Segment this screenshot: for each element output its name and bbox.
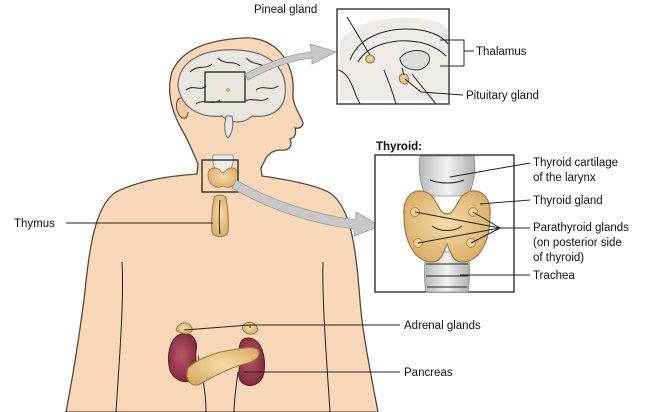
leader-parathyroid bbox=[414, 211, 530, 244]
brain-inset bbox=[336, 8, 450, 105]
brain-stem bbox=[224, 115, 234, 139]
thyroid-cartilage bbox=[418, 155, 476, 197]
arrow-to-thyroid bbox=[231, 179, 381, 237]
zoom-arrows bbox=[231, 43, 381, 237]
ear bbox=[175, 97, 189, 119]
pancreas-organ bbox=[186, 347, 260, 386]
leader-pituitary bbox=[404, 78, 464, 96]
label-trachea: Trachea bbox=[533, 270, 575, 282]
label-thyroid-cartilage-1: Thyroid cartilage bbox=[533, 157, 618, 169]
leader-pineal bbox=[346, 16, 371, 56]
corpus-inner bbox=[357, 40, 447, 63]
leader-adrenal bbox=[183, 324, 400, 331]
isthmus-line bbox=[431, 225, 463, 231]
mini-thyroid bbox=[207, 167, 239, 188]
pineal-gland bbox=[365, 54, 375, 64]
thyroid-inset bbox=[374, 154, 515, 293]
thymus-divide bbox=[218, 199, 221, 235]
trachea-rings bbox=[426, 263, 468, 288]
pituitary-stalk bbox=[401, 67, 405, 76]
brain-folds bbox=[185, 57, 279, 105]
arrow-to-brain bbox=[244, 43, 338, 81]
label-thymus: Thymus bbox=[14, 218, 55, 230]
label-thyroid-gland: Thyroid gland bbox=[533, 195, 603, 207]
leader-cartilage bbox=[449, 162, 531, 178]
label-parathyroid-2: (on posterior side bbox=[533, 237, 622, 249]
label-thalamus: Thalamus bbox=[476, 46, 527, 58]
label-adrenal-glands: Adrenal glands bbox=[404, 320, 481, 332]
inset-brain-fill bbox=[340, 17, 448, 101]
inset-lobe-line bbox=[337, 69, 361, 105]
brain-outline bbox=[177, 49, 286, 123]
label-pineal-gland: Pineal gland bbox=[254, 4, 317, 16]
leader-thalamus bbox=[440, 39, 474, 67]
thyroid-zoom-box bbox=[201, 159, 239, 193]
leader-lines bbox=[66, 16, 531, 373]
label-thyroid-heading: Thyroid: bbox=[376, 141, 422, 153]
brain-zoom-box bbox=[204, 71, 246, 103]
left-arm-line bbox=[115, 261, 124, 412]
brainstem-line-a bbox=[383, 69, 397, 105]
left-adrenal bbox=[175, 322, 193, 335]
thalamus-shape bbox=[399, 50, 431, 71]
label-parathyroid-1: Parathyroid glands bbox=[533, 222, 629, 234]
label-thyroid-cartilage-2: of the larynx bbox=[533, 172, 596, 184]
abdominal-organs bbox=[168, 321, 265, 412]
brainstem-line-b bbox=[411, 73, 437, 105]
neck-thyroid-mini bbox=[201, 154, 239, 193]
leader-thyroid-gland bbox=[479, 199, 531, 205]
right-ureter bbox=[233, 371, 239, 412]
pituitary-mini bbox=[226, 88, 230, 92]
pituitary-gland bbox=[398, 73, 410, 85]
label-pancreas: Pancreas bbox=[404, 367, 453, 379]
label-pituitary-gland: Pituitary gland bbox=[466, 90, 539, 102]
label-parathyroid-3: of thyroid) bbox=[533, 252, 584, 264]
cartilage-notch bbox=[429, 179, 465, 184]
right-arm-line bbox=[322, 261, 331, 412]
labels: Pineal gland Thalamus Pituitary gland Th… bbox=[14, 4, 629, 379]
